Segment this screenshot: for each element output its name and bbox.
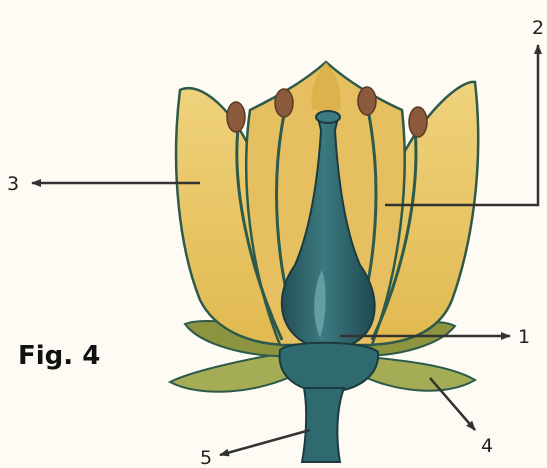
- receptacle: [280, 343, 379, 392]
- stem: [302, 388, 344, 462]
- anther-1: [227, 102, 245, 132]
- anther-2: [275, 89, 293, 117]
- stigma: [316, 111, 340, 123]
- label-4: 4: [481, 435, 493, 457]
- label-1: 1: [518, 326, 530, 348]
- pointer-line-5: [220, 430, 310, 455]
- anther-4: [409, 107, 427, 137]
- label-5: 5: [200, 447, 212, 468]
- anther-3: [358, 87, 376, 115]
- label-2: 2: [532, 17, 544, 39]
- figure-caption: Fig. 4: [18, 341, 100, 371]
- label-3: 3: [7, 173, 19, 195]
